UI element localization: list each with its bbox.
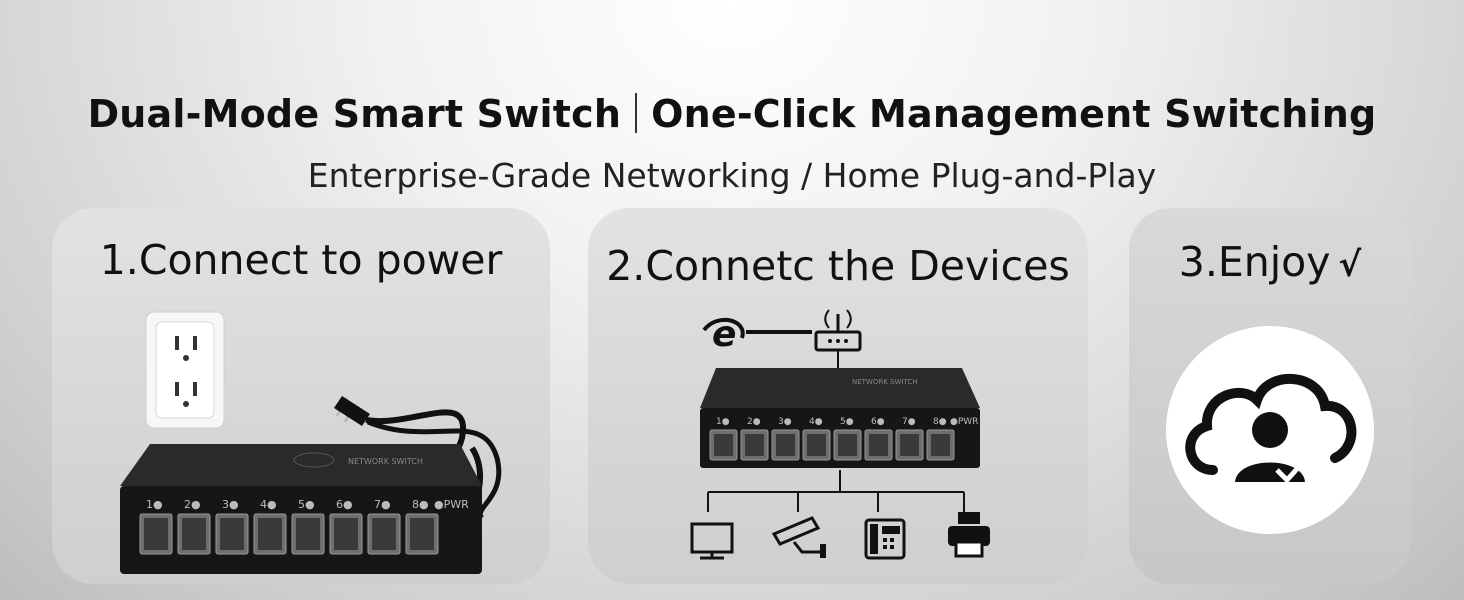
port-socket [900, 434, 919, 456]
port-socket [714, 434, 733, 456]
port-label: 7● [902, 417, 916, 427]
port-label: 5● [840, 417, 854, 427]
monitor-icon [690, 522, 734, 560]
port-label: 7● [374, 498, 391, 511]
headline: Dual-Mode Smart Switch One-Click Manageme… [0, 92, 1464, 136]
switch-brand: NETWORK SWITCH [852, 378, 918, 386]
cloud-user-icon [1185, 373, 1357, 484]
port-socket [410, 518, 434, 550]
headline-right: One-Click Management Switching [651, 92, 1377, 136]
port-label: 3● [778, 417, 792, 427]
port-socket [334, 518, 358, 550]
port-socket [869, 434, 888, 456]
headline-divider [635, 93, 638, 133]
port-socket [931, 434, 950, 456]
check-icon: √ [1338, 245, 1362, 285]
port-label: 8● [933, 417, 947, 427]
port-label: 1● [146, 498, 163, 511]
port-socket [807, 434, 826, 456]
port-socket [220, 518, 244, 550]
step-card-power: 1.Connect to power NETWORK SWITCH [52, 208, 550, 584]
camera-icon [771, 516, 826, 558]
router-icon [814, 309, 862, 368]
port-socket [372, 518, 396, 550]
step-title-devices: 2.Connetc the Devices [606, 242, 1070, 290]
port-socket [745, 434, 764, 456]
step-title-power: 1.Connect to power [99, 236, 503, 284]
port-socket [838, 434, 857, 456]
step-title-enjoy: 3.Enjoy√ [1129, 238, 1411, 286]
port-label: 3● [222, 498, 239, 511]
port-label: 8● [412, 498, 429, 511]
devices-illustration: e NETWORK SWITCH 1● 2● 3● 4● 5● 6● 7● 8●●PWR [690, 309, 990, 560]
port-row: 1● 2● 3● 4● 5● 6● 7● 8● ●PWR [139, 498, 469, 555]
port-socket [296, 518, 320, 550]
port-label: 1● [716, 417, 730, 427]
switch-brand: NETWORK SWITCH [348, 457, 423, 466]
cloud-user-illustration [1166, 326, 1374, 534]
port-row: 1● 2● 3● 4● 5● 6● 7● 8●●PWR [709, 417, 978, 461]
subtitle: Enterprise-Grade Networking / Home Plug-… [307, 156, 1157, 195]
port-socket [258, 518, 282, 550]
network-switch: NETWORK SWITCH 1● 2● 3● 4● 5● 6● 7● 8●●PWR [700, 368, 980, 468]
port-socket [144, 518, 168, 550]
headline-left: Dual-Mode Smart Switch [87, 92, 622, 136]
phone-icon [864, 518, 906, 560]
enjoy-label: 3.Enjoy [1178, 238, 1331, 286]
port-label: 6● [336, 498, 353, 511]
distribution-lines [707, 470, 965, 512]
step-card-enjoy: 3.Enjoy√ [1129, 208, 1411, 584]
port-label: 4● [809, 417, 823, 427]
port-label: 2● [747, 417, 761, 427]
power-label: ●PWR [950, 417, 978, 427]
internet-icon: e [702, 314, 745, 355]
port-label: 4● [260, 498, 277, 511]
port-label: 5● [298, 498, 315, 511]
step-card-devices: 2.Connetc the Devices e NETWORK SWITCH 1… [588, 208, 1088, 584]
wall-outlet-icon [145, 311, 225, 429]
port-socket [776, 434, 795, 456]
power-illustration: NETWORK SWITCH 1● 2● 3● 4● 5● 6● 7● 8● ●PWR [120, 311, 502, 574]
printer-icon [948, 512, 990, 558]
network-switch: NETWORK SWITCH 1● 2● 3● 4● 5● 6● 7● 8● ●PWR [120, 444, 482, 574]
port-label: 2● [184, 498, 201, 511]
port-socket [182, 518, 206, 550]
port-label: 6● [871, 417, 885, 427]
power-label: ●PWR [434, 498, 469, 511]
